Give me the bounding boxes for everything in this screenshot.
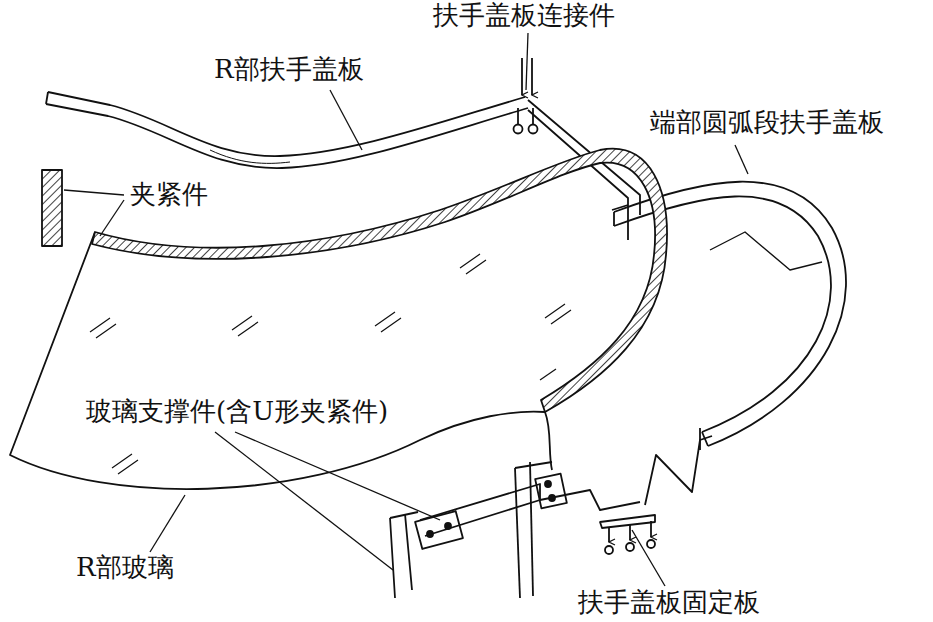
r-glass	[232, 316, 258, 336]
end-arc-cover	[613, 212, 615, 226]
cover-fixing-plate	[626, 543, 634, 551]
r-glass	[112, 454, 138, 474]
r-glass	[90, 254, 571, 474]
part-label: 扶手盖板固定板	[578, 588, 760, 617]
leader-line	[632, 530, 665, 586]
cover-fixing-plate	[645, 436, 712, 505]
cover-fixing-plate	[650, 521, 652, 537]
leader-line	[64, 33, 748, 586]
glass-support	[515, 468, 520, 598]
glass-support	[415, 511, 463, 549]
cover-fixing-plate	[647, 540, 655, 548]
r-glass	[375, 312, 401, 332]
glass-support	[390, 518, 395, 598]
glass-support	[530, 462, 533, 596]
r-handrail-cover	[210, 150, 290, 163]
cover-connector	[531, 58, 533, 95]
end-arc-cover	[710, 232, 822, 270]
cover-fixing-plate	[605, 546, 613, 554]
cover-fixing-plate	[629, 524, 631, 540]
part-label: 扶手盖板连接件	[433, 1, 615, 30]
leader-line	[150, 495, 185, 552]
cover-connector	[529, 125, 538, 134]
r-glass	[10, 149, 667, 489]
leader-line	[526, 33, 528, 90]
cover-fixing-plate	[600, 436, 712, 554]
r-glass	[545, 304, 571, 324]
cover-fixing-plate	[600, 515, 655, 528]
cover-connector	[521, 58, 523, 95]
r-handrail-cover	[48, 92, 525, 156]
part-label: R部玻璃	[76, 553, 174, 582]
r-glass	[540, 369, 556, 380]
cover-fixing-plate	[608, 527, 610, 542]
glass-support	[445, 523, 451, 529]
glass-support	[390, 462, 640, 598]
glass-support	[545, 481, 551, 487]
glass-support	[427, 531, 433, 537]
leader-line	[330, 90, 362, 150]
glass-support	[515, 462, 552, 468]
glass-support	[540, 490, 640, 510]
leader-line	[100, 200, 124, 236]
r-handrail-cover	[46, 92, 528, 168]
leader-line	[735, 145, 748, 174]
r-glass	[90, 318, 116, 338]
leader-line	[235, 432, 440, 520]
cover-connector	[514, 125, 523, 134]
r-handrail-cover	[46, 104, 528, 168]
glass-support	[405, 514, 412, 590]
clamp	[42, 170, 62, 246]
glass-support	[390, 512, 418, 518]
part-label: 夹紧件	[130, 180, 208, 209]
part-label: R部扶手盖板	[214, 55, 364, 84]
glass-support	[420, 484, 540, 536]
glass-support	[535, 474, 567, 509]
part-label: 玻璃支撑件(含U形夹紧件)	[86, 397, 388, 426]
r-glass	[92, 149, 667, 412]
r-glass	[460, 254, 486, 274]
part-label: 端部圆弧段扶手盖板	[650, 108, 884, 137]
r-glass	[10, 232, 552, 489]
cover-connector	[517, 108, 519, 124]
r-handrail-cover	[46, 92, 48, 104]
leader-line	[215, 432, 393, 570]
leader-line	[64, 190, 124, 195]
